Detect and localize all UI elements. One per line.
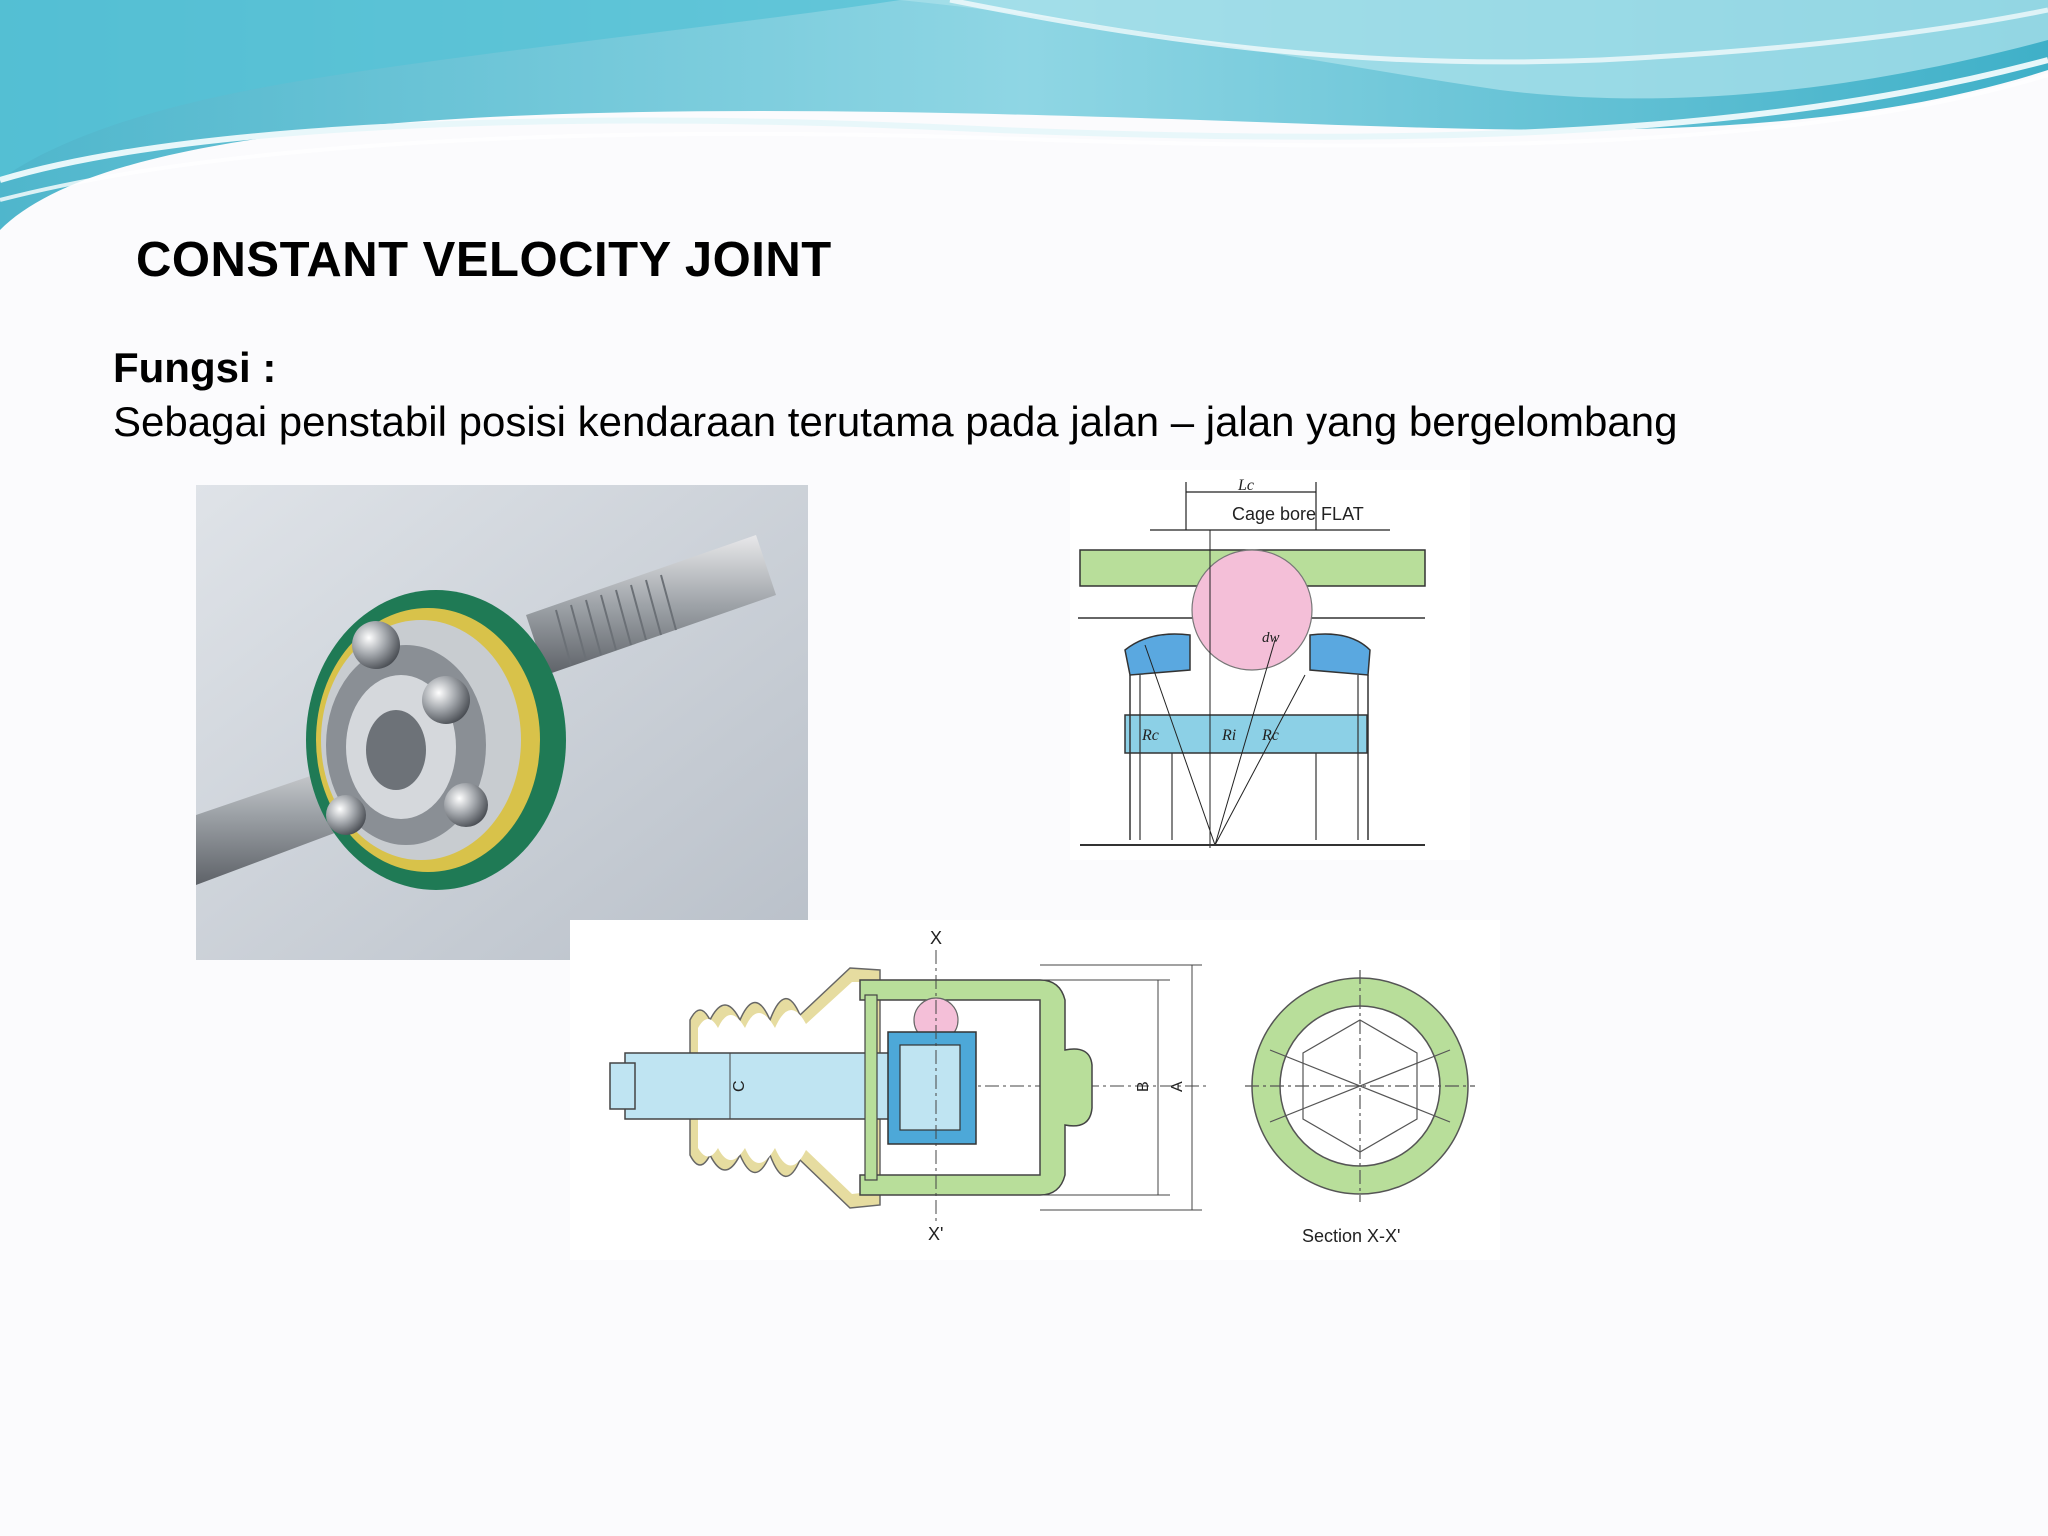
axis-x-bottom-label: X' bbox=[928, 1224, 943, 1244]
dimension-b-label: B bbox=[1135, 1081, 1152, 1092]
dimension-a-label: A bbox=[1169, 1081, 1186, 1092]
cv-joint-cross-section-diagram: X X' C B A Section X-X' bbox=[570, 920, 1500, 1260]
dimension-c-label: C bbox=[731, 1080, 748, 1092]
slide-title: CONSTANT VELOCITY JOINT bbox=[136, 233, 832, 287]
radius-ri-label: Ri bbox=[1221, 727, 1236, 744]
section-caption: Section X-X' bbox=[1302, 1226, 1400, 1246]
fungsi-description: Sebagai penstabil posisi kendaraan terut… bbox=[113, 398, 1678, 445]
dimension-lc-label: Lc bbox=[1237, 477, 1254, 494]
cage-section-diagram: Lc Cage bore FLAT dw Rc Ri Rc bbox=[1070, 470, 1470, 860]
radius-rc-left-label: Rc bbox=[1141, 727, 1159, 744]
axis-x-top-label: X bbox=[930, 928, 942, 948]
cage-bore-flat-callout: Cage bore FLAT bbox=[1232, 504, 1364, 524]
header-wave-decoration bbox=[0, 0, 2048, 230]
radius-rc-right-label: Rc bbox=[1261, 727, 1279, 744]
fungsi-heading: Fungsi : bbox=[113, 344, 277, 391]
cv-joint-photo bbox=[196, 485, 808, 960]
ball-diameter-label: dw bbox=[1262, 630, 1280, 646]
